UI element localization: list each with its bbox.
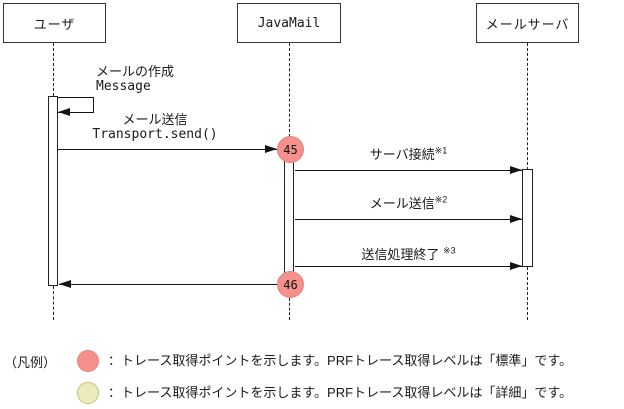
send-complete-line — [295, 266, 522, 267]
server-connect-line — [295, 170, 522, 171]
self-message-line-top — [58, 97, 94, 98]
lifeline-javamail-top — [289, 43, 290, 137]
server-connect-arrow-head-icon — [510, 166, 522, 174]
legend-detail-circle-icon — [77, 382, 99, 404]
activation-mailserver — [522, 169, 533, 267]
lifeline-mailserver-top — [527, 43, 528, 170]
actor-box-user: ユーザ — [3, 3, 106, 43]
legend-title: （凡例） — [4, 355, 57, 370]
actor-box-javamail: JavaMail — [237, 3, 341, 43]
server-connect-note: ※1 — [434, 145, 448, 156]
actor-label-javamail: JavaMail — [257, 15, 321, 31]
activation-javamail — [284, 150, 294, 285]
lifeline-javamail-bottom — [289, 298, 290, 320]
legend-standard-text: ：トレース取得ポイントを示します。PRFトレース取得レベルは「標準」です。 — [108, 353, 573, 368]
mail-send-text: メール送信 — [369, 196, 435, 211]
server-connect-text: サーバ接続 — [369, 147, 435, 162]
send-message-label-line2: Transport.send() — [92, 127, 218, 142]
lifeline-user-top — [53, 43, 54, 96]
self-message-label-line2: Message — [96, 79, 151, 94]
legend-detail-text: ：トレース取得ポイントを示します。PRFトレース取得レベルは「詳細」です。 — [108, 385, 573, 400]
send-complete-arrow-head-icon — [510, 262, 522, 270]
mail-send-arrow-head-icon — [510, 215, 522, 223]
self-message-line-bottom — [58, 112, 94, 113]
send-message-label-line1: メール送信 — [122, 112, 188, 127]
trace-point-46-number: 46 — [283, 277, 298, 292]
lifeline-mailserver-bottom — [527, 267, 528, 320]
actor-label-mailserver: メールサーバ — [485, 16, 570, 32]
send-message-arrow-head-icon — [265, 145, 277, 153]
self-message-label-line1: メールの作成 — [96, 64, 175, 79]
send-message-label: メール送信 Transport.send() — [50, 112, 260, 142]
actor-box-mailserver: メールサーバ — [476, 3, 579, 43]
lifeline-user-bottom — [53, 286, 54, 320]
self-message-label: メールの作成 Message — [96, 64, 174, 94]
send-message-line — [58, 149, 277, 150]
trace-point-45-number: 45 — [283, 142, 298, 157]
activation-user — [48, 96, 58, 286]
self-message-line-right — [93, 97, 94, 113]
mail-send-label: メール送信※2 — [295, 194, 522, 211]
return-message-arrow-head-icon — [59, 280, 71, 288]
send-complete-text: 送信処理終了 — [361, 247, 444, 262]
trace-point-45: 45 — [277, 136, 304, 163]
actor-label-user: ユーザ — [33, 16, 76, 32]
send-complete-note: ※3 — [443, 245, 456, 256]
send-complete-label: 送信処理終了 ※3 — [295, 245, 522, 262]
server-connect-label: サーバ接続※1 — [295, 145, 522, 162]
mail-send-note: ※2 — [434, 194, 448, 205]
trace-point-46: 46 — [277, 271, 304, 298]
mail-send-line — [295, 219, 522, 220]
return-message-line — [59, 284, 277, 285]
self-message-arrow-head-icon — [58, 108, 70, 116]
legend-standard-circle-icon — [77, 350, 99, 372]
